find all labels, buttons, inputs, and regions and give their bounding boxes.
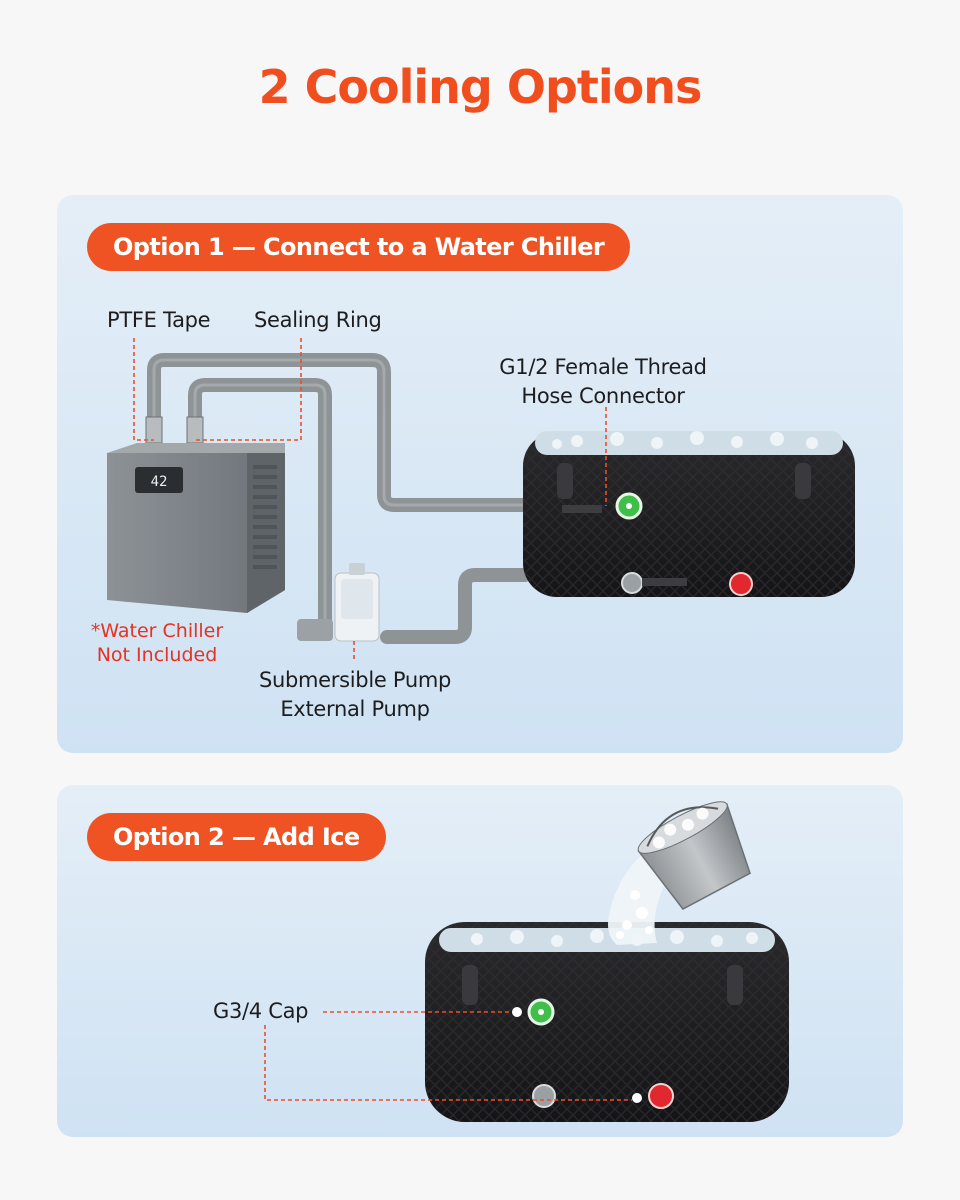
ptfe-tape-label: PTFE Tape (107, 308, 211, 332)
red-valve-icon (729, 572, 753, 596)
chiller-display: 42 (151, 474, 168, 490)
pump-label-line1: Submersible Pump (258, 668, 452, 692)
red-valve-icon (648, 1083, 674, 1109)
g34-cap-label: G3/4 Cap (213, 999, 309, 1023)
option2-heading: Option 2 — Add Ice (87, 813, 386, 861)
cold-plunge-tub (523, 431, 855, 597)
chiller-note-line1: *Water Chiller (90, 620, 224, 642)
chiller-note-line2: Not Included (96, 644, 218, 666)
leader-lines (133, 338, 607, 661)
submersible-pump (297, 563, 380, 642)
option1-illustration: 42 (107, 338, 855, 661)
sealing-ring-label: Sealing Ring (254, 308, 382, 332)
option2-illustration (264, 801, 789, 1122)
ptfe-fitting (145, 416, 163, 444)
ice-bucket (637, 801, 751, 910)
connector-label-line1: G1/2 Female Thread (499, 355, 707, 379)
page-title: 2 Cooling Options (258, 60, 703, 114)
sealing-fitting (186, 416, 204, 444)
cold-plunge-tub-2 (425, 922, 789, 1122)
option1-heading: Option 1 — Connect to a Water Chiller (87, 223, 631, 271)
option2-panel: Option 2 — Add Ice G3/4 Cap (57, 785, 903, 1137)
water-stream (608, 850, 667, 945)
pump-label-line2: External Pump (280, 697, 430, 721)
connector-label-line2: Hose Connector (521, 384, 685, 408)
water-chiller: 42 (107, 443, 285, 613)
option1-panel: 42 (57, 195, 903, 753)
cap-leader-lines (264, 1011, 632, 1101)
